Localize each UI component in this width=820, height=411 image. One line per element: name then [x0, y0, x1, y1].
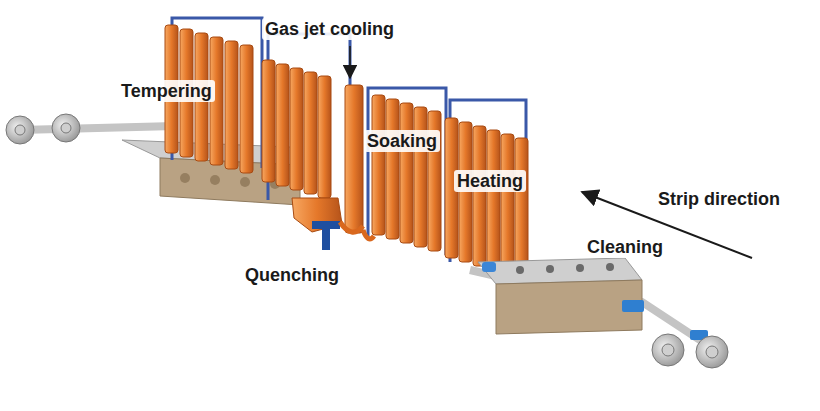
- gas-jet-cooler: [340, 46, 363, 233]
- section-label: Cleaning: [584, 236, 666, 258]
- section-label: Strip direction: [655, 188, 783, 210]
- section-label: Soaking: [364, 130, 440, 152]
- label-position: Quenching: [242, 264, 342, 286]
- label-position: Gas jet cooling: [262, 18, 397, 40]
- cleaning-section: [470, 258, 712, 348]
- tempering-furnace: [165, 18, 350, 200]
- section-label: Quenching: [242, 264, 342, 286]
- entry-coils: [652, 334, 728, 368]
- heating-furnace: [445, 100, 528, 278]
- label-position: Tempering: [118, 80, 215, 102]
- section-label: Gas jet cooling: [262, 18, 397, 40]
- label-position: Cleaning: [584, 236, 666, 258]
- soaking-furnace: [363, 88, 446, 255]
- section-label: Tempering: [118, 80, 215, 102]
- exit-coils: [6, 114, 175, 144]
- label-position: Heating: [454, 170, 526, 192]
- label-position: Soaking: [364, 130, 440, 152]
- label-position: Strip direction: [655, 188, 783, 210]
- quench-tank: [292, 198, 342, 250]
- section-label: Heating: [454, 170, 526, 192]
